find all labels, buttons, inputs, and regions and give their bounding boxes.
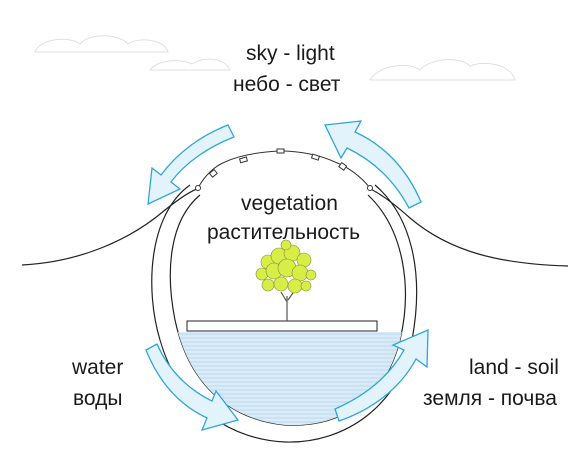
tree [255, 239, 317, 321]
arrow-bottom-left-icon [145, 343, 240, 431]
label-vegetation-en: vegetation [241, 192, 338, 215]
label-land-en: land - soil [469, 356, 559, 379]
arrow-bottom-right-icon [334, 329, 429, 422]
arrow-top-left-icon [147, 124, 235, 206]
label-land-ru: земля - почва [423, 387, 557, 410]
label-sky-ru: небо - свет [233, 73, 341, 96]
label-vegetation-ru: растительность [207, 221, 361, 244]
cycle-arrows [145, 120, 429, 431]
arrow-top-right-icon [324, 120, 422, 209]
land-outline [21, 187, 201, 266]
label-water-en: water [72, 356, 124, 379]
glass-roof [195, 148, 373, 191]
outer-ring [151, 184, 418, 443]
label-water-ru: воды [73, 387, 123, 410]
clouds [34, 35, 516, 81]
soil-platform [186, 320, 378, 332]
land-outline-right [367, 187, 569, 267]
label-sky-en: sky - light [246, 42, 335, 65]
